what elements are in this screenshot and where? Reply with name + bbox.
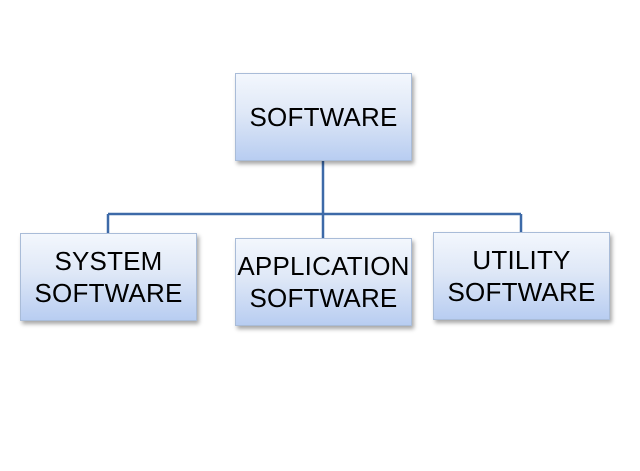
node-application-software: APPLICATION SOFTWARE (235, 238, 412, 326)
node-utility-software-line1: UTILITY (472, 245, 571, 275)
node-software-label: SOFTWARE (250, 101, 398, 133)
node-utility-software-label: UTILITY SOFTWARE (448, 244, 596, 308)
node-system-software: SYSTEM SOFTWARE (20, 233, 197, 321)
node-application-software-line1: APPLICATION (237, 251, 410, 281)
node-utility-software: UTILITY SOFTWARE (433, 232, 610, 320)
node-software: SOFTWARE (235, 73, 412, 161)
node-software-text: SOFTWARE (249, 102, 398, 132)
node-system-software-label: SYSTEM SOFTWARE (35, 245, 183, 309)
node-application-software-label: APPLICATION SOFTWARE (237, 250, 409, 314)
node-application-software-line2: SOFTWARE (249, 283, 398, 313)
node-utility-software-line2: SOFTWARE (447, 277, 596, 307)
node-system-software-line1: SYSTEM (54, 246, 163, 276)
node-system-software-line2: SOFTWARE (34, 278, 183, 308)
